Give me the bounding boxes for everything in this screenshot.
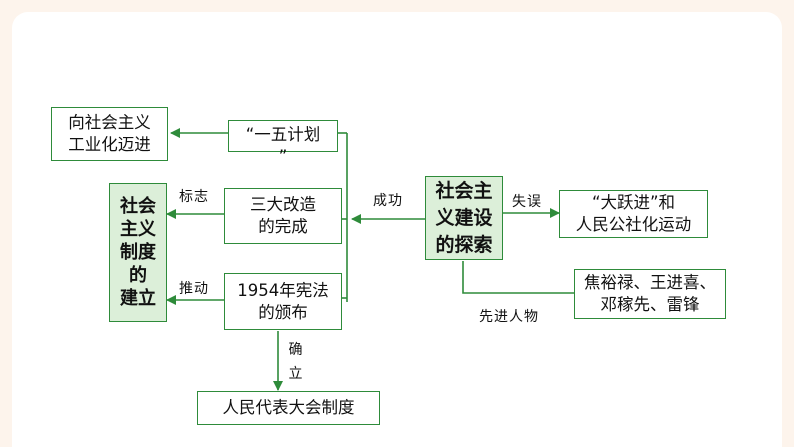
node-constitution-1954: 1954年宪法 的颁布	[224, 273, 342, 330]
line-pioneers	[462, 261, 574, 294]
node-great-leap: “大跃进”和 人民公社化运动	[559, 190, 708, 238]
node-five-year-plan: “一五计划 ”	[228, 120, 338, 166]
node-models: 焦裕禄、王进喜、 邓稼先、雷锋	[574, 269, 726, 319]
node-establishment: 社会 主义 制度 的 建立	[109, 183, 167, 322]
node-npc-system: 人民代表大会制度	[197, 391, 380, 425]
label-success: 成功	[373, 193, 403, 209]
node-three-reforms: 三大改造 的完成	[224, 188, 342, 244]
label-marker: 标志	[179, 189, 209, 205]
node-exploration: 社会主 义建设 的探索	[425, 176, 503, 260]
node-industrialization: 向社会主义 工业化迈进	[51, 107, 168, 161]
label-pioneers: 先进人物	[479, 309, 539, 325]
label-promote: 推动	[179, 281, 209, 297]
label-establish: 确 立	[288, 342, 304, 382]
label-mistake: 失误	[512, 194, 542, 210]
